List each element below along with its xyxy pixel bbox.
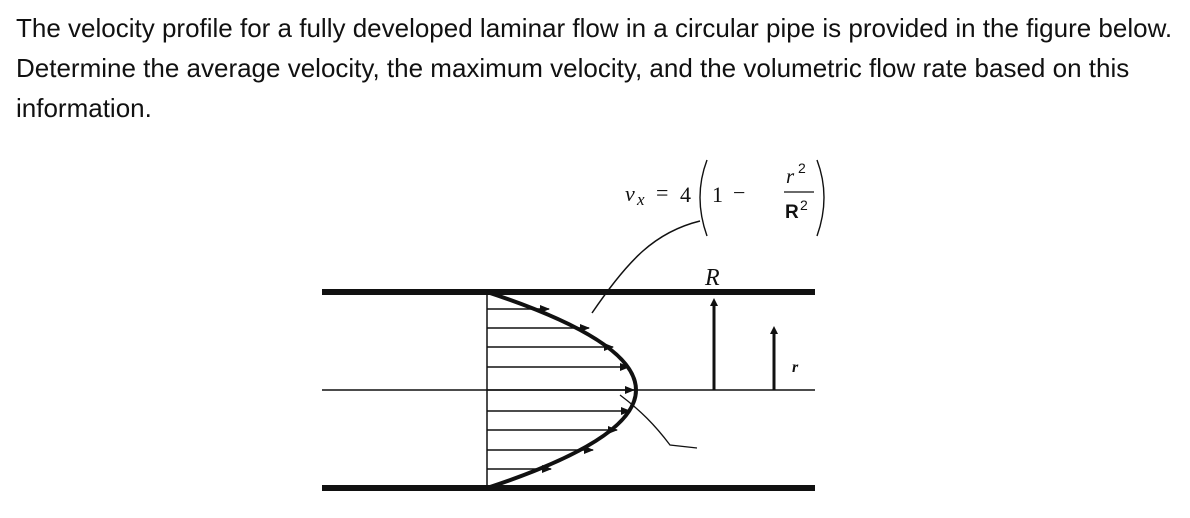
equation-numerator-base: r — [786, 164, 795, 188]
profile-leader-line — [619, 394, 698, 449]
equation-one: 1 — [712, 182, 723, 207]
equation-denominator-exp: 2 — [800, 197, 808, 213]
equation-left-paren — [699, 159, 708, 237]
equation-equals: = — [656, 180, 668, 205]
equation-lhs-var: v — [625, 181, 635, 206]
velocity-profile-curve — [486, 290, 638, 490]
equation-numerator-exp: 2 — [798, 160, 806, 176]
velocity-arrows — [487, 305, 635, 473]
equation-minus: − — [733, 180, 745, 205]
equation-right-paren — [816, 159, 825, 237]
equation-denominator-base: R — [785, 202, 799, 223]
question-text: The velocity profile for a fully develop… — [16, 13, 1173, 123]
radius-label: R — [704, 265, 720, 291]
equation-coefficient: 4 — [680, 182, 691, 207]
equation-leader-line — [591, 220, 701, 314]
equation-lhs-sub: x — [636, 190, 645, 209]
r-label: r — [792, 359, 799, 376]
velocity-equation: v x = 4 1 − r 2 R 2 — [625, 159, 825, 237]
